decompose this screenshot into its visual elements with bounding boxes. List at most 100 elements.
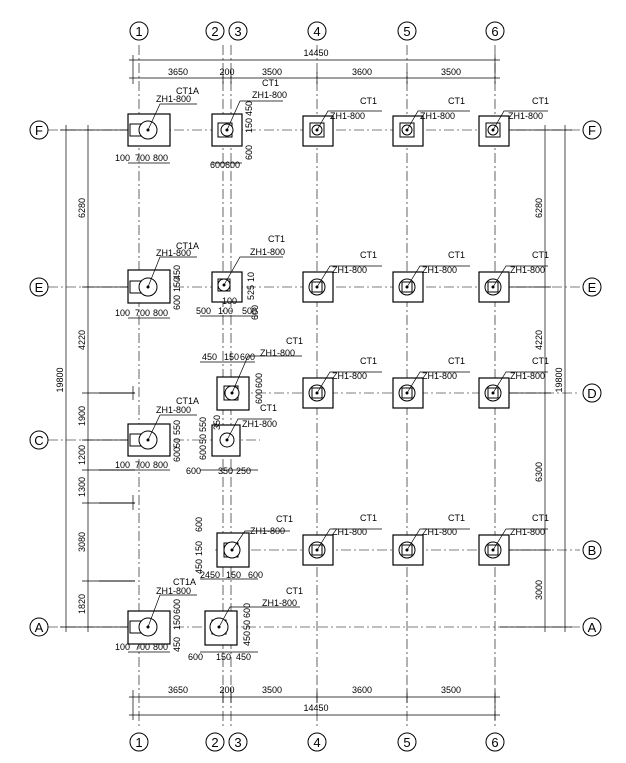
- pile-label-F5: ZH1-800: [420, 111, 455, 121]
- pile-label-B2: ZH1-800: [250, 526, 285, 536]
- col-bubble-1-bottom: 1: [135, 735, 142, 750]
- pile-cap-E4: CT1 ZH1-800: [302, 250, 382, 303]
- pile-cap-C2: CT1 ZH1-800 600 350 250 550 50 350 600: [186, 403, 277, 476]
- cap-label-B5: CT1: [448, 513, 465, 523]
- right-dim-6280: 6280: [534, 198, 544, 218]
- dim-C2-side-600: 600: [198, 445, 208, 460]
- col-bubble-2-bottom: 2: [211, 735, 218, 750]
- pile-label-C1: ZH1-800: [156, 405, 191, 415]
- pile-label-F2: ZH1-800: [252, 90, 287, 100]
- left-dimensions: 19800 6280 4220 1900 1200 1300 3080 1820: [55, 125, 135, 632]
- pile-label-B6: ZH1-800: [510, 527, 545, 537]
- pile-cap-F1: CT1A ZH1-800 100 700 800: [115, 86, 199, 164]
- dim-C2-side-350: 350: [212, 415, 222, 430]
- pile-cap-D2: CT1 ZH1-800 450 150 600 600 600: [200, 336, 303, 411]
- row-bubble-A-right: A: [588, 620, 597, 635]
- row-bubble-F: F: [35, 123, 43, 138]
- wall-lines-left: [99, 392, 135, 582]
- bottom-dim-200: 200: [219, 685, 234, 695]
- dim-C1-side-50: 50: [172, 438, 182, 448]
- pile-cap-B5: CT1 ZH1-800: [392, 513, 470, 566]
- dim-E1-side-450: 450: [172, 265, 182, 280]
- pile-label-D6: ZH1-800: [510, 371, 545, 381]
- left-dim-1820: 1820: [77, 594, 87, 614]
- dim-F2-vert-450: 450: [244, 101, 254, 116]
- col-bubble-3: 3: [234, 24, 241, 39]
- pile-cap-E6: CT1 ZH1-800: [478, 250, 549, 303]
- dim-A2-150: 150: [216, 652, 231, 662]
- dim-A1-700: 700: [135, 642, 150, 652]
- dim-F2-600a: 600: [210, 160, 225, 170]
- pile-cap-B2: CT1 ZH1-800 2450 150 600 600 150 450: [194, 514, 293, 580]
- right-dim-3000: 3000: [534, 580, 544, 600]
- cap-label-E2: CT1: [268, 234, 285, 244]
- dim-E1-800: 800: [153, 308, 168, 318]
- pile-label-F6: ZH1-800: [508, 111, 543, 121]
- pile-cap-D6: CT1 ZH1-800: [478, 356, 549, 409]
- top-dim-3500b: 3500: [441, 67, 461, 77]
- dim-C2-side-550: 550: [198, 417, 208, 432]
- dim-E1-700: 700: [135, 308, 150, 318]
- dim-D2-side-600a: 600: [254, 373, 264, 388]
- dim-A2-600: 600: [188, 652, 203, 662]
- pile-cap-D4: CT1 ZH1-800: [302, 356, 382, 409]
- pile-label-D4: ZH1-800: [332, 371, 367, 381]
- dim-B2-side-150: 150: [194, 541, 204, 556]
- dim-A1-side-600: 600: [172, 599, 182, 614]
- right-total-dim: 19800: [554, 367, 564, 392]
- top-dim-3500a: 3500: [262, 67, 282, 77]
- row-bubble-E: E: [35, 280, 44, 295]
- pile-label-D5: ZH1-800: [422, 371, 457, 381]
- dim-F2-vert-150: 150: [244, 118, 254, 133]
- pile-caps-grid: CT1 ZH1-800 CT1 ZH1-800 CT1 ZH1-800 CT1 …: [302, 96, 549, 566]
- cap-label-C2: CT1: [260, 403, 277, 413]
- col-bubble-6: 6: [491, 24, 498, 39]
- pile-cap-F4: CT1 ZH1-800: [302, 96, 382, 147]
- pile-label-F4: ZH1-800: [330, 111, 365, 121]
- row-bubble-D-right: D: [587, 386, 596, 401]
- dim-D2-150: 150: [224, 352, 239, 362]
- pile-label-B5: ZH1-800: [422, 527, 457, 537]
- pile-cap-B4: CT1 ZH1-800: [302, 513, 382, 566]
- cap-label-F4: CT1: [360, 96, 377, 106]
- dim-A1-100: 100: [115, 642, 130, 652]
- bottom-dim-3500b: 3500: [441, 685, 461, 695]
- cap-label-E5: CT1: [448, 250, 465, 260]
- top-dim-3600: 3600: [352, 67, 372, 77]
- dim-E1-100: 100: [115, 308, 130, 318]
- dim-A2-side-600: 600: [242, 603, 252, 618]
- dim-B2-600: 600: [248, 570, 263, 580]
- row-bubble-C: C: [34, 433, 43, 448]
- dim-D2-600: 600: [240, 352, 255, 362]
- cap-label-B2: CT1: [276, 514, 293, 524]
- cap-label-B6: CT1: [532, 513, 549, 523]
- dim-A2-side-50: 50: [242, 620, 252, 630]
- left-dim-4220: 4220: [77, 330, 87, 350]
- dim-F1-100: 100: [115, 153, 130, 163]
- col-bubble-1: 1: [135, 24, 142, 39]
- cap-label-E6: CT1: [532, 250, 549, 260]
- cap-label-D2: CT1: [286, 336, 303, 346]
- col-bubble-4: 4: [313, 24, 320, 39]
- dim-A1-800: 800: [153, 642, 168, 652]
- row-bubble-E-right: E: [588, 280, 597, 295]
- left-dim-1900: 1900: [77, 406, 87, 426]
- dim-F2-vert-600: 600: [244, 145, 254, 160]
- dim-C2-side-50: 50: [198, 434, 208, 444]
- column-bubbles-bottom: 1 2 3 4 5 6: [129, 732, 505, 752]
- pile-label-A2: ZH1-800: [262, 598, 297, 608]
- cap-label-E4: CT1: [360, 250, 377, 260]
- dim-F1-800: 800: [153, 153, 168, 163]
- dim-E2-500b: 500: [242, 306, 257, 316]
- top-dim-200: 200: [219, 67, 234, 77]
- dim-B2-side-450: 450: [194, 559, 204, 574]
- col-bubble-6-bottom: 6: [491, 735, 498, 750]
- dim-C1-700: 700: [135, 460, 150, 470]
- dim-A2-side-450: 450: [242, 631, 252, 646]
- dim-C2-350: 350: [218, 466, 233, 476]
- pile-cap-A2: CT1 ZH1-800 600 150 450 600 50 450: [188, 586, 303, 662]
- right-dimensions: 6280 4220 6300 3000 19800: [500, 125, 572, 632]
- left-total-dim: 19800: [55, 367, 65, 392]
- bottom-dim-3600: 3600: [352, 685, 372, 695]
